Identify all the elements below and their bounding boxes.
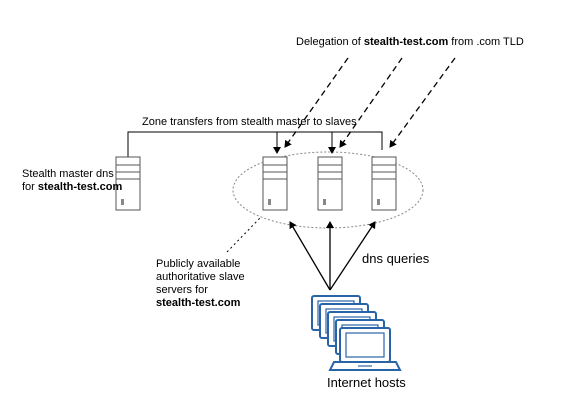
slave-server-icon [371,156,397,211]
dns-query-arrows [289,221,376,291]
slaves-label-line2: authoritative slave [156,271,245,283]
master-label-for: for [22,181,38,193]
slave-label-pointer [226,217,261,253]
internet-hosts-icon [311,295,402,371]
dns-queries-label: dns queries [362,251,430,266]
master-server-icon [115,156,141,211]
delegation-prefix: Delegation of [296,36,364,48]
slave-server-icon [317,156,343,211]
master-label-line2: for stealth-test.com [22,181,122,194]
delegation-arrows [284,57,456,148]
zone-transfer-lines [127,131,383,157]
delegation-domain: stealth-test.com [363,36,449,48]
delegation-suffix: from .com TLD [448,36,524,48]
delegation-label: Delegation of stealth-test.com from .com… [296,36,524,49]
slaves-label-line3: servers for [156,284,208,296]
master-label: Stealth master dns for stealth-test.com [22,168,122,194]
slaves-label: Publicly available authoritative slave s… [156,258,245,310]
internet-hosts-label: Internet hosts [327,375,406,390]
slaves-label-domain: stealth-test.com [156,297,241,309]
slaves-label-line1: Publicly available [156,258,241,270]
slave-server-icon [262,156,288,211]
zone-transfer-label: Zone transfers from stealth master to sl… [142,116,357,128]
master-label-line1: Stealth master dns [22,168,114,180]
master-label-domain: stealth-test.com [37,181,123,193]
slave-group-ellipse [232,151,424,229]
